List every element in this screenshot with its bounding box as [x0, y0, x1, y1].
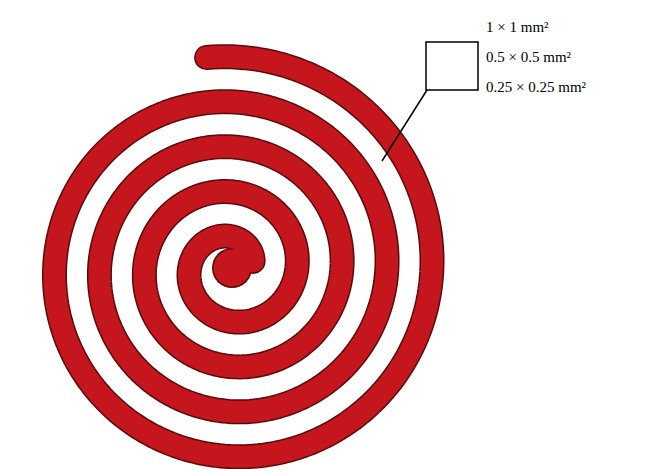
leader-line — [382, 90, 427, 161]
callout-square — [426, 42, 478, 90]
size-label: 1 × 1 mm² — [486, 18, 549, 36]
size-label: 0.25 × 0.25 mm² — [486, 78, 586, 96]
spiral-outline — [54, 57, 432, 457]
size-label: 0.5 × 0.5 mm² — [486, 48, 571, 66]
spiral-core — [214, 250, 251, 287]
spiral-band — [54, 57, 432, 457]
